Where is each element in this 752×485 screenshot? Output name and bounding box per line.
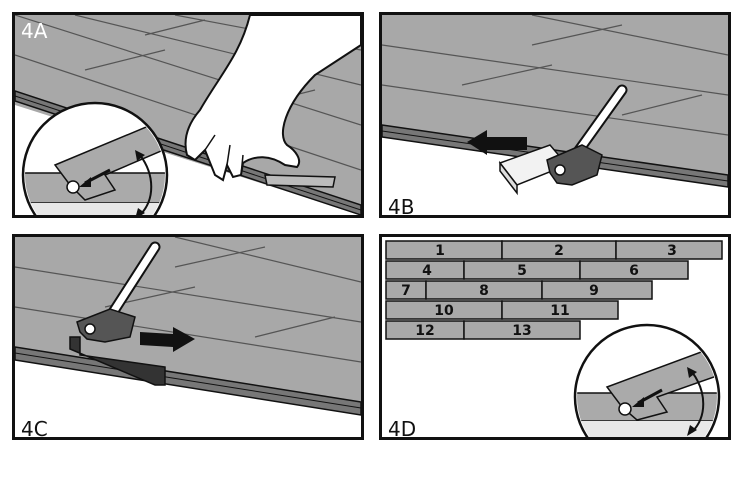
plank-number-5: 5 bbox=[517, 263, 527, 279]
plank-number-13: 13 bbox=[512, 323, 531, 339]
panel-4c-illustration bbox=[15, 237, 361, 416]
plank-number-8: 8 bbox=[479, 283, 489, 299]
plank-number-12: 12 bbox=[415, 323, 434, 339]
panel-4c: 4C bbox=[12, 234, 364, 440]
panel-4b-label: 4B bbox=[388, 195, 415, 218]
panel-4a: 4A bbox=[12, 12, 364, 218]
plank-number-1: 1 bbox=[435, 243, 445, 259]
plank-3 bbox=[615, 240, 723, 260]
plank-number-3: 3 bbox=[667, 243, 677, 259]
plank-numbers: 1 2 3 4 5 6 7 8 9 10 11 12 13 bbox=[401, 243, 677, 339]
plank-13 bbox=[463, 320, 581, 340]
plank-9 bbox=[541, 280, 653, 300]
joint-detail-magnifier bbox=[573, 323, 721, 437]
panel-4a-illustration bbox=[15, 15, 361, 215]
plank-layout bbox=[385, 240, 723, 340]
plank-number-9: 9 bbox=[589, 283, 599, 299]
panel-4a-label: 4A bbox=[21, 19, 48, 43]
plank-11 bbox=[501, 300, 619, 320]
panel-4d-illustration: 1 2 3 4 5 6 7 8 9 10 11 12 13 bbox=[385, 240, 723, 437]
panel-4d-label: 4D bbox=[388, 417, 417, 440]
plank-6 bbox=[579, 260, 689, 280]
plank-number-2: 2 bbox=[554, 243, 564, 259]
plank-number-10: 10 bbox=[434, 303, 454, 319]
panel-4b-illustration bbox=[382, 15, 728, 196]
panel-4b: 4B bbox=[379, 12, 731, 218]
plank-number-7: 7 bbox=[401, 283, 411, 299]
plank-number-11: 11 bbox=[550, 303, 569, 319]
panel-4c-label: 4C bbox=[21, 417, 48, 440]
panel-4d: 1 2 3 4 5 6 7 8 9 10 11 12 13 bbox=[379, 234, 731, 440]
plank-number-6: 6 bbox=[629, 263, 639, 279]
plank-number-4: 4 bbox=[422, 263, 432, 279]
